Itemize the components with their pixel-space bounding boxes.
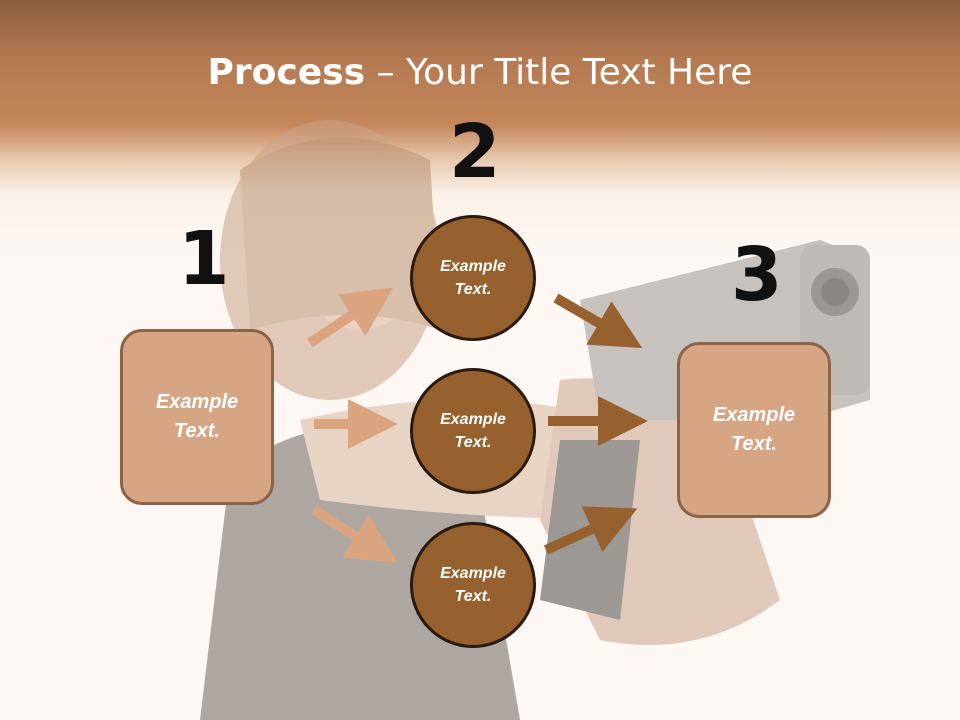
arrow-1-to-2a: [307, 287, 394, 348]
title-rest: – Your Title Text Here: [365, 52, 753, 93]
step-2-circle-middle-text: Example Text.: [440, 411, 506, 451]
step-2-circle-top[interactable]: Example Text.: [410, 215, 536, 341]
step-number-1: 1: [178, 216, 230, 302]
step-1-box[interactable]: Example Text.: [120, 329, 274, 505]
title-bold: Process: [207, 52, 366, 93]
step-2-circle-middle[interactable]: Example Text.: [410, 368, 536, 494]
step-number-2: 2: [449, 109, 501, 195]
arrow-2a-to-3: [553, 293, 643, 349]
arrow-1-to-2c: [311, 505, 398, 563]
step-3-box[interactable]: Example Text.: [677, 342, 831, 518]
step-2-circle-bottom-text: Example Text.: [440, 565, 506, 605]
slide-title: Process – Your Title Text Here: [0, 52, 960, 93]
step-number-3: 3: [731, 232, 783, 318]
step-1-text: Example Text.: [155, 391, 239, 442]
step-3-text: Example Text.: [712, 404, 796, 455]
step-2-circle-bottom[interactable]: Example Text.: [410, 522, 536, 648]
arrow-2c-to-3: [543, 506, 638, 555]
step-2-circle-top-text: Example Text.: [440, 258, 506, 298]
